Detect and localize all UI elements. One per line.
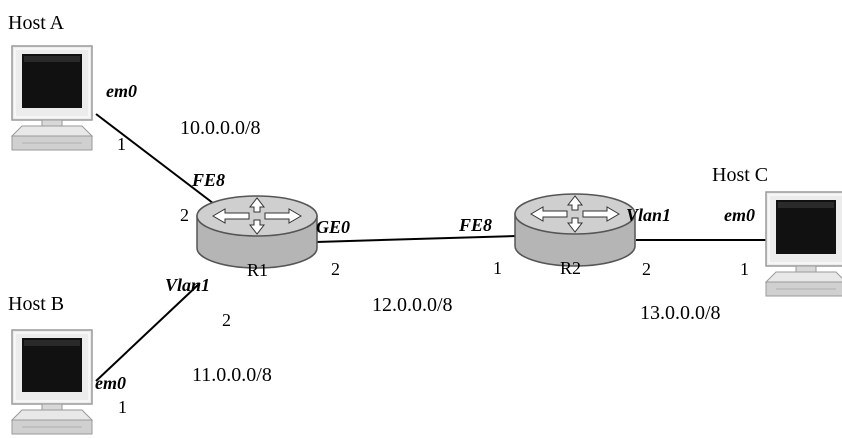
- r1-iface-r2-label: GE0: [316, 217, 350, 237]
- host-a[interactable]: [11, 45, 93, 151]
- router-r2[interactable]: [514, 193, 636, 267]
- host-a-label: Host A: [8, 12, 65, 34]
- router-r1-label: R1: [247, 260, 268, 280]
- computer-icon: [765, 191, 842, 297]
- r1-iface-hosta-label: FE8: [191, 170, 225, 190]
- host-c[interactable]: [765, 191, 842, 297]
- host-c-label: Host C: [712, 164, 768, 186]
- hostb-port-number: 1: [118, 397, 127, 417]
- hostc-iface-label: em0: [724, 205, 755, 225]
- hostb-iface-label: em0: [95, 373, 126, 393]
- computer-icon: [11, 329, 93, 435]
- network-r1-r2-label: 12.0.0.0/8: [372, 294, 453, 316]
- hosta-iface-label: em0: [106, 81, 137, 101]
- link-hosta-r1: [95, 113, 227, 214]
- link-r1-r2: [315, 235, 517, 243]
- r1-iface-hostb-label: Vlan1: [165, 275, 210, 295]
- r2-iface-hostc-label: Vlan1: [626, 205, 671, 225]
- r1-port-hostb-number: 2: [222, 310, 231, 330]
- r2-iface-r1-label: FE8: [458, 215, 492, 235]
- router-icon: [514, 193, 636, 267]
- r2-port-hostc-number: 2: [642, 259, 651, 279]
- router-r2-label: R2: [560, 258, 581, 278]
- router-icon: [196, 195, 318, 269]
- host-b[interactable]: [11, 329, 93, 435]
- hosta-port-number: 1: [117, 134, 126, 154]
- hostc-port-number: 1: [740, 259, 749, 279]
- router-r1[interactable]: [196, 195, 318, 269]
- host-b-label: Host B: [8, 293, 64, 315]
- link-hostb-r1: [95, 282, 201, 382]
- computer-icon: [11, 45, 93, 151]
- r1-port-r2-number: 2: [331, 259, 340, 279]
- r2-port-r1-number: 1: [493, 258, 502, 278]
- network-b-r1-label: 11.0.0.0/8: [192, 364, 272, 386]
- r1-port-hosta-number: 2: [180, 205, 189, 225]
- network-a-r1-label: 10.0.0.0/8: [180, 117, 261, 139]
- network-r2-c-label: 13.0.0.0/8: [640, 302, 721, 324]
